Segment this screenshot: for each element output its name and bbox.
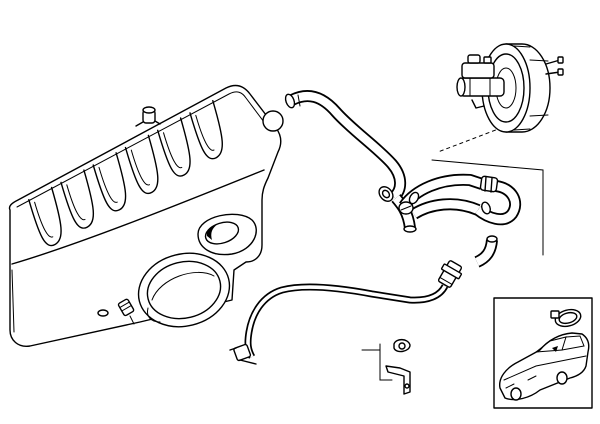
manifold-runner-ridge — [66, 184, 86, 221]
intake-manifold — [8, 84, 282, 347]
elbow-hose — [474, 235, 498, 268]
check-valve — [479, 175, 499, 193]
fluid-reservoir — [461, 62, 495, 79]
wheel — [556, 371, 568, 385]
hose-clamp-icon — [550, 308, 582, 328]
manifold-runner-ridge — [34, 201, 54, 238]
manifold-runner-ridge — [130, 149, 150, 186]
vacuum-pipe — [244, 283, 449, 359]
manifold-runner — [157, 117, 191, 177]
manifold-sensor — [117, 298, 135, 317]
manifold-cap — [197, 213, 257, 256]
manifold-port — [97, 309, 109, 317]
manifold-runner — [189, 100, 223, 160]
vacuum-hose-assembly — [391, 173, 522, 233]
manifold-runner — [28, 186, 62, 247]
manifold-runner-ridge — [195, 114, 215, 151]
leader-bracket — [431, 159, 544, 256]
master-cylinder — [456, 54, 505, 109]
o-ring — [262, 110, 284, 132]
pipe-connector — [437, 260, 463, 288]
sensor-lead — [129, 315, 135, 325]
clip-leader — [361, 343, 393, 381]
manifold-front-edge — [11, 269, 15, 333]
booster-studs — [545, 56, 564, 76]
clamp-ring — [408, 191, 491, 215]
manifold-top-fitting — [135, 106, 161, 127]
manifold-runner-base — [11, 169, 265, 265]
inset-box — [493, 297, 593, 409]
wheel — [510, 387, 522, 401]
manifold-runner — [124, 134, 159, 195]
mounting-bracket — [385, 365, 411, 395]
throttle-body — [137, 252, 231, 328]
manifold-runner — [92, 152, 127, 212]
vacuum-hose-upper — [284, 90, 407, 202]
manifold-runner — [60, 169, 95, 229]
hose-clamp-upper — [378, 186, 394, 202]
manifold-top-edge — [16, 91, 271, 208]
t-fitting — [398, 201, 414, 215]
manifold-runner-ridge — [98, 166, 118, 203]
vehicle-silhouette-icon — [499, 332, 590, 401]
pipe-end-clip — [229, 343, 257, 365]
pipe-clip — [393, 338, 411, 353]
manifold-runners — [28, 100, 223, 247]
manifold-runner-ridge — [163, 132, 183, 169]
